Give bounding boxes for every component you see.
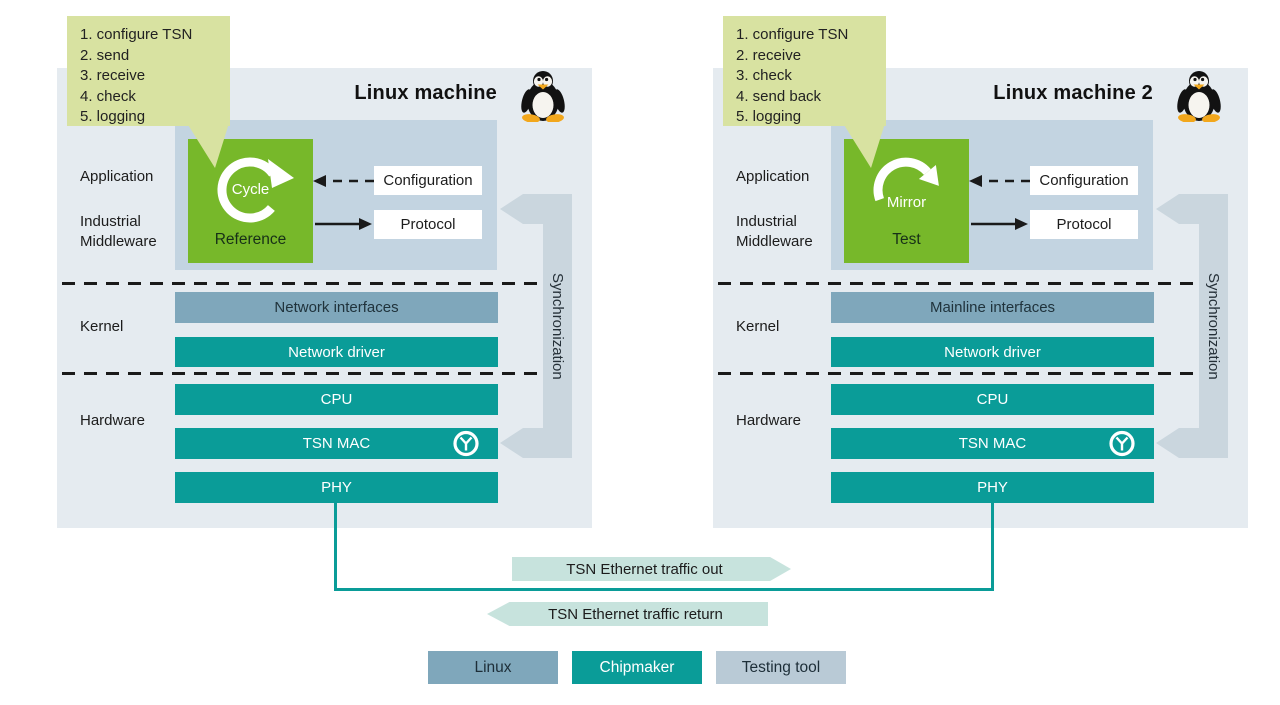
mainline-interfaces-row: Mainline interfaces <box>831 292 1154 323</box>
callout-line: 5. logging <box>80 108 146 125</box>
hardware-label: Hardware <box>80 412 146 429</box>
tsn-mac-row: TSN MAC <box>831 428 1154 459</box>
machine-1-callout-tail <box>185 120 230 168</box>
network-interfaces-row: Network interfaces <box>175 292 498 323</box>
tsn-traffic-out-arrow: TSN Ethernet traffic out <box>512 557 791 581</box>
linux-machine-2-panel: Linux machine 2 Application Industrial M… <box>713 68 1248 528</box>
protocol-box: Protocol <box>1030 210 1138 239</box>
callout-line: 2. send <box>80 46 130 64</box>
linux-machine-1-panel: Linux machine Application Industrial Mid… <box>57 68 592 528</box>
network-driver-row: Network driver <box>175 337 498 367</box>
mirror-label: Mirror <box>886 194 927 211</box>
configuration-box: Configuration <box>374 166 482 195</box>
callout-line: 3. receive <box>80 67 146 84</box>
kernel-label: Kernel <box>736 318 780 335</box>
test-label: Test <box>892 231 921 248</box>
application-label: Application <box>80 168 154 185</box>
test-app-box: Mirror Test <box>844 139 969 263</box>
configuration-box: Configuration <box>1030 166 1138 195</box>
phy-wire-left <box>334 503 337 589</box>
middleware-label: Middleware <box>736 233 813 250</box>
tsn-traffic-return-arrow: TSN Ethernet traffic return <box>487 602 768 626</box>
machine-2-callout: 1. configure TSN 2. receive 3. check 4. … <box>723 16 886 126</box>
synchronization-label: Synchronization <box>549 273 566 380</box>
mirror-arrow-icon <box>873 157 939 202</box>
cpu-row: CPU <box>175 384 498 415</box>
callout-line: 4. send back <box>736 87 822 105</box>
network-driver-row: Network driver <box>831 337 1154 367</box>
industrial-label: Industrial <box>80 213 141 230</box>
phy-row: PHY <box>831 472 1154 503</box>
machine-1-callout: 1. configure TSN 2. send 3. receive 4. c… <box>67 16 230 126</box>
phy-wire-horizontal <box>334 588 994 591</box>
industrial-label: Industrial <box>736 213 797 230</box>
cpu-row: CPU <box>831 384 1154 415</box>
callout-line: 1. configure TSN <box>736 26 849 43</box>
tsn-mac-row: TSN MAC <box>175 428 498 459</box>
protocol-box: Protocol <box>374 210 482 239</box>
machine-1-title: Linux machine <box>354 82 497 104</box>
reference-label: Reference <box>214 231 287 248</box>
reference-app-box: Cycle Reference <box>188 139 313 263</box>
callout-line: 3. check <box>736 67 792 84</box>
legend-testing-tool: Testing tool <box>716 651 846 684</box>
callout-line: 5. logging <box>736 108 802 125</box>
hardware-label: Hardware <box>736 412 802 429</box>
callout-line: 4. check <box>80 87 136 105</box>
tux-icon <box>521 71 565 122</box>
tux-icon <box>1177 71 1221 122</box>
callout-line: 2. receive <box>736 46 802 64</box>
synchronization-label: Synchronization <box>1205 273 1222 380</box>
legend-linux: Linux <box>428 651 558 684</box>
phy-wire-right <box>991 503 994 589</box>
application-label: Application <box>736 168 810 185</box>
machine-2-title: Linux machine 2 <box>993 82 1153 104</box>
cycle-label: Cycle <box>231 181 270 198</box>
cycle-arrow-icon <box>217 157 294 223</box>
callout-line: 1. configure TSN <box>80 26 193 43</box>
middleware-label: Middleware <box>80 233 157 250</box>
machine-2-callout-tail <box>841 120 886 168</box>
kernel-label: Kernel <box>80 318 124 335</box>
phy-row: PHY <box>175 472 498 503</box>
legend-chipmaker: Chipmaker <box>572 651 702 684</box>
